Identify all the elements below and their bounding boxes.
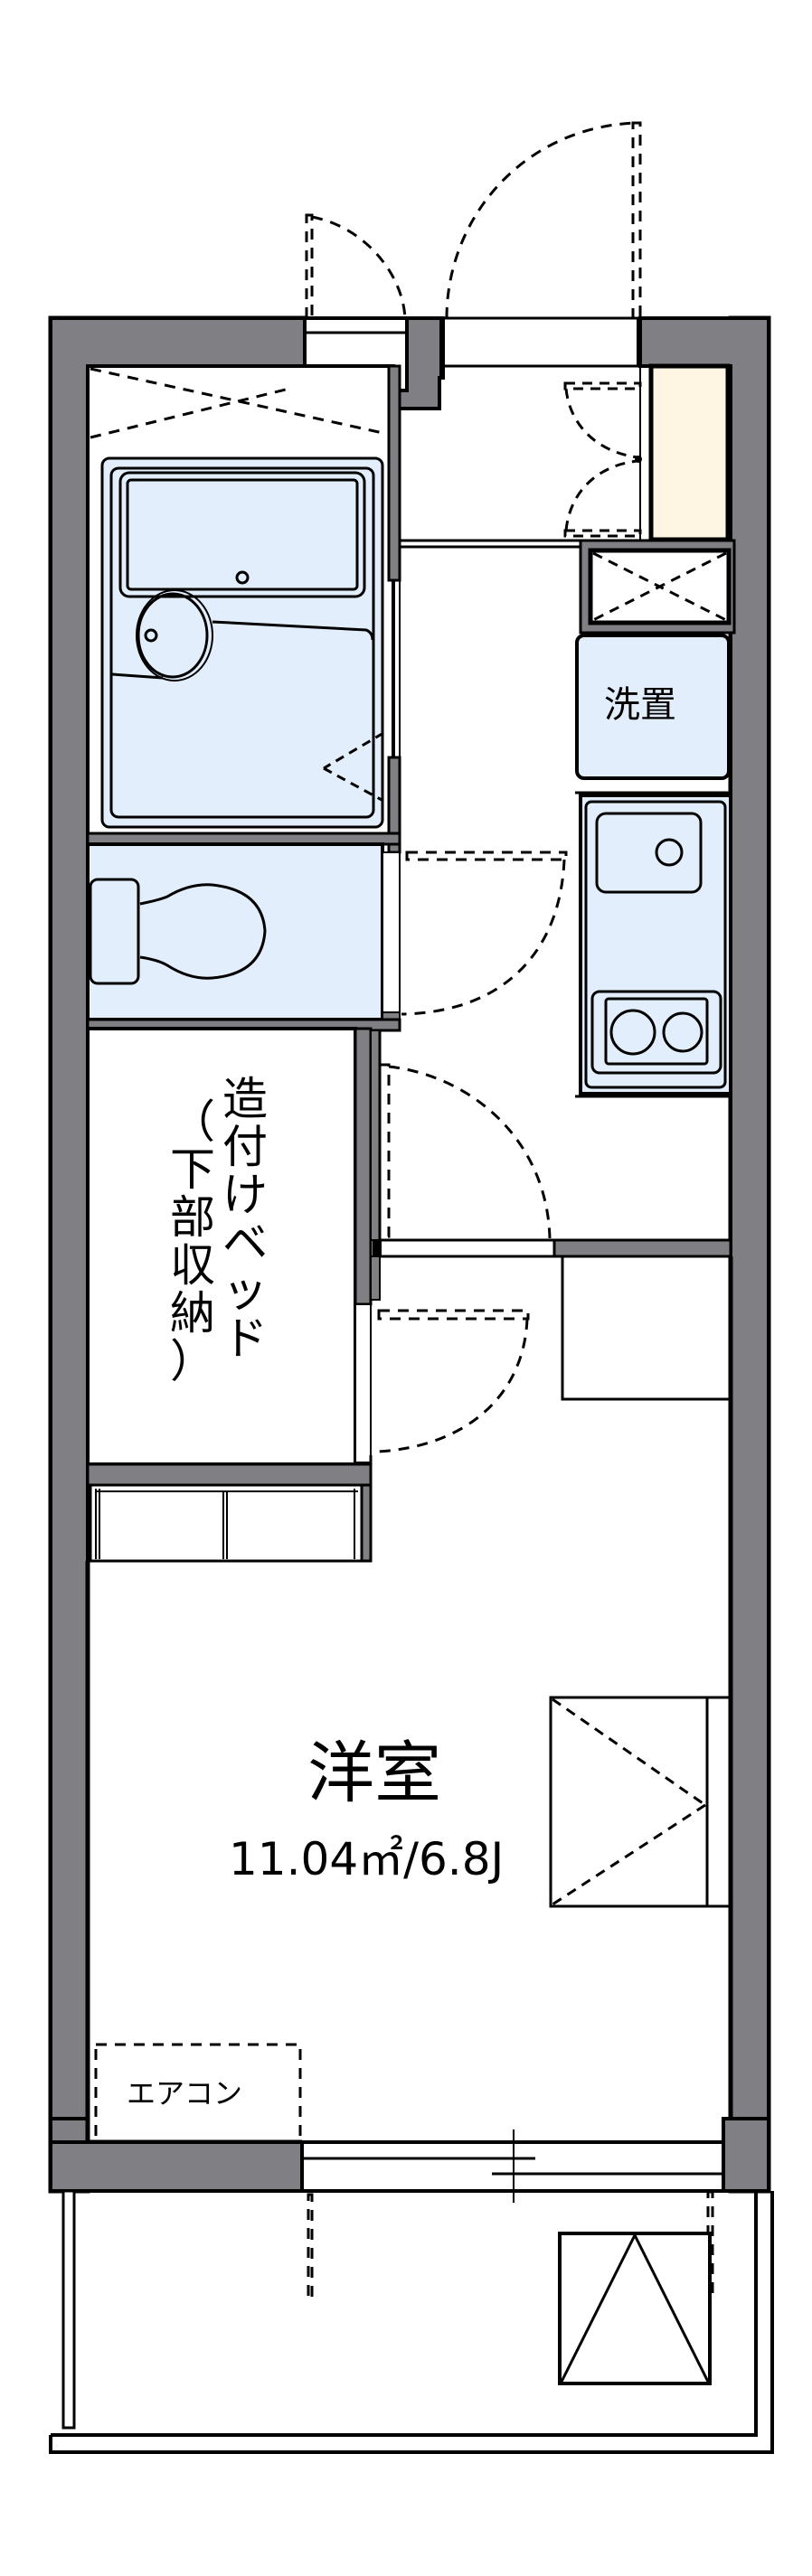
burner-icon: [662, 1011, 703, 1053]
bed-label-char: 付: [222, 1121, 268, 1173]
bed-label-char: 収: [170, 1239, 215, 1292]
built-in-bed-label-col1: 造 付 け ベ ッ ド: [222, 1076, 268, 1363]
storage-shelf: [89, 1483, 364, 1563]
bed-label-char: ド: [222, 1312, 268, 1365]
balcony: [49, 2189, 774, 2454]
washer-space: [575, 634, 731, 780]
hall-room-partition: [370, 1238, 732, 1301]
shoe-cabinet-doors: [563, 381, 642, 538]
bed-label-char: 部: [170, 1191, 215, 1244]
washbasin: [137, 592, 209, 679]
room-name-label: 洋室: [307, 1735, 441, 1812]
room-area-label: 11.04㎡/6.8J: [229, 1833, 505, 1885]
hall-door-swing: [378, 1063, 552, 1239]
room-closet: [549, 1696, 732, 1908]
burner-icon: [609, 1009, 656, 1056]
toilet-bowl: [139, 883, 267, 980]
bed-label-char: 下: [170, 1143, 215, 1196]
toilet-tank: [89, 878, 140, 985]
washer-space-label: 洗置: [604, 684, 676, 726]
shoe-cabinet: [648, 363, 731, 542]
sink: [595, 812, 703, 894]
bed-label-char: 造: [222, 1073, 268, 1125]
balcony-window: [300, 2129, 725, 2203]
entrance: [439, 316, 642, 376]
toilet-room: [86, 842, 401, 1024]
room-door-swing: [377, 1309, 530, 1453]
bed-label-char: け: [222, 1169, 268, 1221]
bed-label-char: （: [170, 1095, 215, 1148]
air-conditioner-label: エアコン: [127, 2076, 243, 2111]
built-in-bed-label-col2: （ 下 部 収 納 ）: [170, 1098, 215, 1386]
drain-icon: [655, 838, 684, 867]
bathtub: [118, 471, 366, 598]
bed-label-char: 納: [170, 1287, 215, 1340]
kitchen-counter: [575, 791, 732, 1098]
entry-door-swing: [445, 121, 642, 320]
toilet-door-swing: [401, 851, 568, 1016]
fridge-space: [561, 1255, 732, 1401]
bed-label-char: ）: [170, 1335, 215, 1387]
meter-door-swing: [305, 213, 407, 320]
bathroom: [86, 364, 401, 854]
bed-label-char: ベ: [222, 1217, 268, 1269]
stove: [590, 990, 722, 1075]
evacuation-hatch: [558, 2232, 712, 2385]
bed-label-char: ッ: [222, 1264, 268, 1317]
